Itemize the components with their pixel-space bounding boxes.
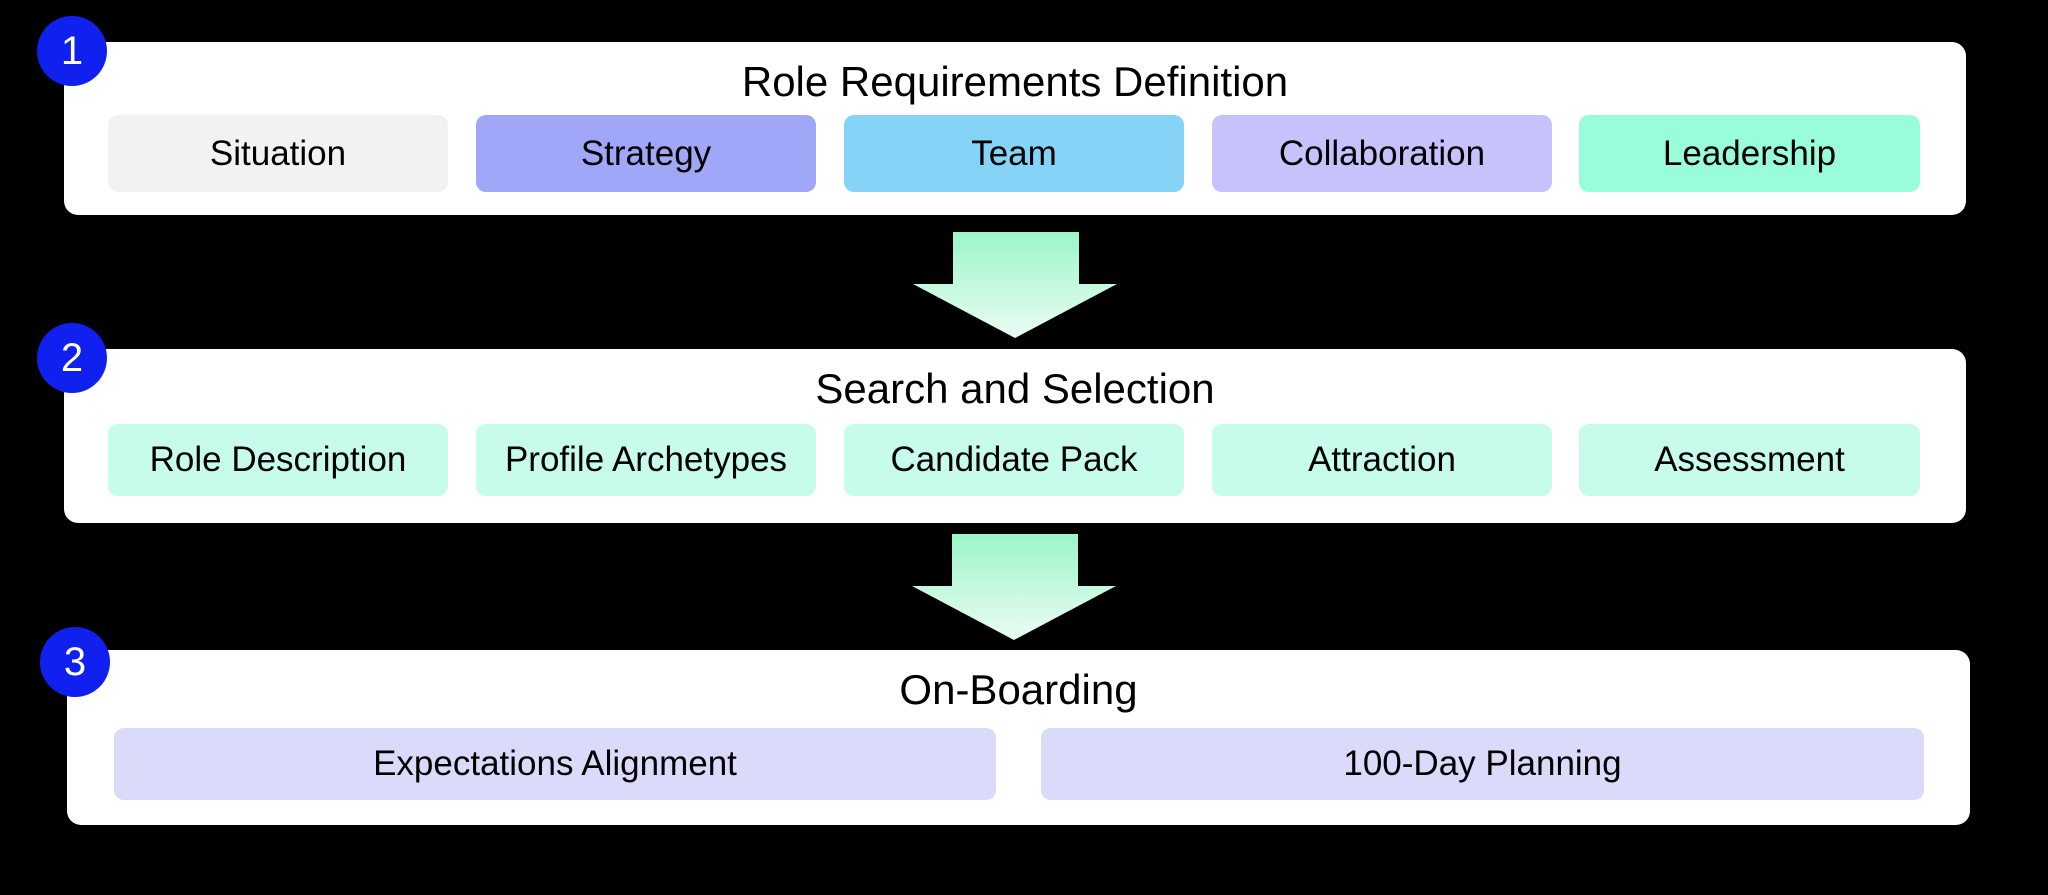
stage-2-item-assessment: Assessment <box>1579 424 1920 496</box>
stage-3-card: On-Boarding Expectations Alignment 100-D… <box>67 650 1970 825</box>
stage-3-item-100-day-planning: 100-Day Planning <box>1041 728 1924 800</box>
stage-2-card: Search and Selection Role Description Pr… <box>64 349 1966 523</box>
stage-3-title: On-Boarding <box>899 666 1138 713</box>
stage-2-number-badge: 2 <box>37 323 107 393</box>
stage-1-item-leadership: Leadership <box>1579 115 1920 192</box>
stage-1-item-team: Team <box>844 115 1184 192</box>
stage-2-item-role-description: Role Description <box>108 424 448 496</box>
stage-1-card: Role Requirements Definition Situation S… <box>64 42 1966 215</box>
stage-2-item-candidate-pack: Candidate Pack <box>844 424 1184 496</box>
stage-3-number-badge: 3 <box>40 627 110 697</box>
stage-2-item-attraction: Attraction <box>1212 424 1552 496</box>
down-arrow-1-icon <box>913 232 1117 338</box>
down-arrow-2-icon <box>912 534 1116 640</box>
stage-1-item-strategy: Strategy <box>476 115 816 192</box>
stage-1-item-situation: Situation <box>108 115 448 192</box>
stage-2-item-profile-archetypes: Profile Archetypes <box>476 424 816 496</box>
stage-1-item-collaboration: Collaboration <box>1212 115 1552 192</box>
stage-2-title: Search and Selection <box>815 365 1215 412</box>
stage-3-item-expectations-alignment: Expectations Alignment <box>114 728 996 800</box>
stage-1-title: Role Requirements Definition <box>741 58 1289 105</box>
stage-1-number-badge: 1 <box>37 16 107 86</box>
